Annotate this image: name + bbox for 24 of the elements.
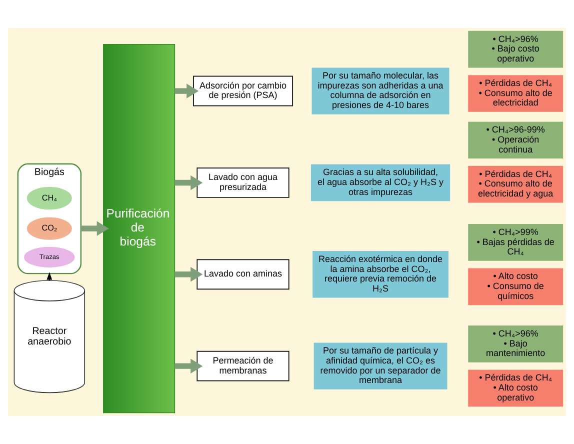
arrow	[80, 221, 109, 236]
node-box: • Alto costo • Consumo de químicos	[468, 268, 564, 306]
arrow	[174, 358, 203, 374]
node-ellipse: CH₄	[26, 186, 72, 210]
node-box: Permeación de membranas	[196, 350, 290, 382]
arrow	[174, 267, 203, 282]
node-box: Gracias a su alta solubilidad, el agua absorbe al CO₂ y H₂S y otras impurezas	[310, 164, 450, 202]
node-box: • CH₄>96% • Bajo mantenimiento	[468, 326, 564, 362]
node-box: Lavado con aminas	[196, 259, 290, 290]
node-box: Por su tamaño molecular, las impurezas son adheridas a una columna de adsorción en presiones de 4-10 bares	[312, 68, 450, 114]
node-box: Purificación de biogás	[103, 44, 176, 414]
node-box: • Pérdidas de CH₄ • Consumo alto de electricidad y agua	[468, 166, 564, 203]
node-box: • CH₄>96-99% • Operación continua	[468, 122, 564, 159]
node-box: • Pérdidas de CH₄ • Consumo alto de electricidad	[468, 75, 564, 112]
arrow	[174, 175, 203, 190]
node-box: • CH₄>96% • Bajo costo operativo	[468, 30, 564, 68]
node-ellipse: CO₂	[26, 217, 72, 240]
node-box: Por su tamaño de partícula y afinidad química, el CO₂ es removido por un separador de membrana	[314, 342, 448, 390]
node-box: Adsorción por cambio de presión (PSA)	[192, 76, 294, 106]
node-box: Lavado con agua presurizada	[196, 167, 290, 198]
arrow	[174, 84, 199, 98]
node-box: • Pérdidas de CH₄ • Alto costo operativo	[468, 370, 564, 407]
node-box: • CH₄>99% • Bajas pérdidas de CH₄	[468, 224, 564, 261]
node-box: Reacción exotérmica en donde la amina absorbe el CO₂, requiere previa remoción de H₂S	[312, 251, 448, 298]
